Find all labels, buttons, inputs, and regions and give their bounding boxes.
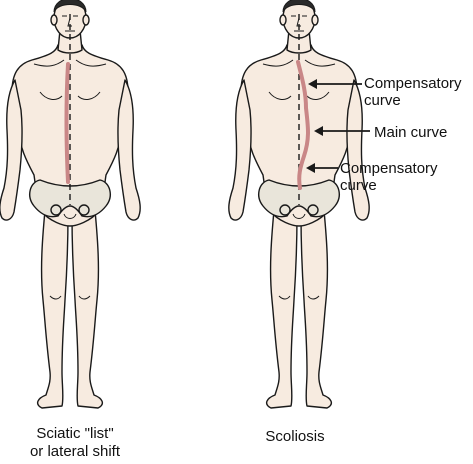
- spine-curve: [64, 62, 70, 184]
- label-upper-compensatory-curve: Compensatory curve: [364, 75, 462, 109]
- label-line: curve: [340, 177, 377, 194]
- caption-line: Scoliosis: [265, 428, 325, 445]
- label-line: Compensatory: [340, 160, 438, 177]
- label-lower-compensatory-curve: Compensatory curve: [340, 160, 438, 194]
- label-line: Main curve: [374, 124, 448, 141]
- caption-line: or lateral shift: [29, 443, 121, 460]
- caption-scoliosis: Scoliosis: [240, 428, 350, 446]
- spine-curve: [296, 60, 310, 190]
- label-line: curve: [364, 92, 401, 109]
- caption-line: Sciatic "list": [36, 425, 114, 442]
- arrowhead-icon: [306, 163, 315, 173]
- label-main-curve: Main curve: [374, 124, 447, 141]
- arrowhead-icon: [308, 79, 317, 89]
- label-line: Compensatory: [364, 75, 462, 92]
- caption-sciatic-list: Sciatic "list" or lateral shift: [10, 425, 140, 461]
- arrowhead-icon: [314, 126, 323, 136]
